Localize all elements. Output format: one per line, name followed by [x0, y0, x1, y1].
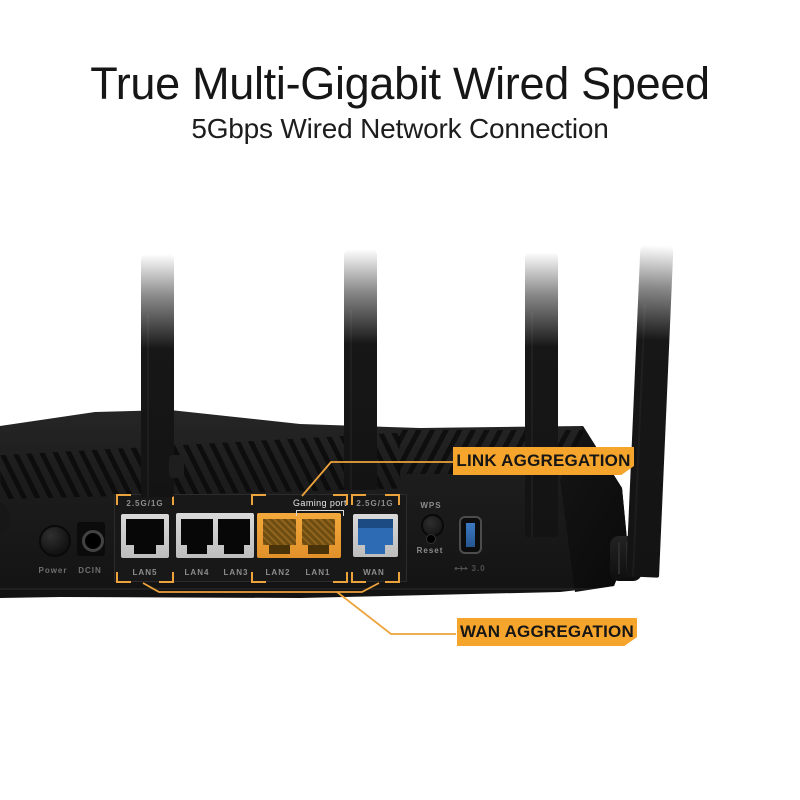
reset-button: [426, 534, 436, 544]
lan2-label: LAN2: [265, 568, 291, 577]
lan5-speed-label: 2.5G/1G: [126, 499, 164, 508]
lan4-lan3-ports: [176, 513, 254, 558]
page-subtitle: 5Gbps Wired Network Connection: [191, 113, 609, 144]
wan-label: WAN: [363, 568, 385, 577]
gaming-port-label: Gaming port: [293, 498, 347, 508]
wan-aggregation-callout: WAN AGGREGATION: [457, 618, 637, 646]
dc-in-jack: [77, 522, 105, 556]
gaming-port-bracket: [296, 510, 344, 516]
power-button: [39, 525, 71, 557]
usb-icon: [455, 565, 469, 572]
lan1-label: LAN1: [305, 568, 331, 577]
link-aggregation-callout: LINK AGGREGATION: [453, 447, 634, 475]
lan5-port: [121, 514, 169, 558]
page-title: True Multi-Gigabit Wired Speed: [90, 58, 710, 109]
dcin-label: DCIN: [78, 566, 102, 575]
usb3-label: 3.0: [447, 564, 493, 573]
wps-label: WPS: [420, 501, 442, 510]
antenna-4: [626, 244, 674, 578]
wan-speed-label: 2.5G/1G: [356, 499, 394, 508]
bottom-bevel: [0, 588, 612, 590]
wan-aggregation-leader-line: [336, 591, 456, 635]
antenna-2: [344, 249, 377, 490]
lan5-label: LAN5: [132, 568, 158, 577]
lan3-label: LAN3: [223, 568, 249, 577]
lan5-highlight-bracket: [116, 494, 174, 583]
antenna-1: [141, 254, 174, 497]
usb3-port: [459, 516, 482, 554]
gaming-lan-ports: [257, 513, 341, 558]
wan-highlight-bracket: [351, 494, 400, 583]
antenna-joint: [169, 455, 184, 478]
antenna-3: [525, 252, 558, 537]
reset-label: Reset: [416, 546, 444, 555]
power-label: Power: [38, 566, 68, 575]
left-antenna-mount: [0, 503, 10, 533]
gaming-ports-highlight-bracket: [251, 494, 348, 583]
lan4-label: LAN4: [184, 568, 210, 577]
wan-port: [353, 514, 398, 557]
